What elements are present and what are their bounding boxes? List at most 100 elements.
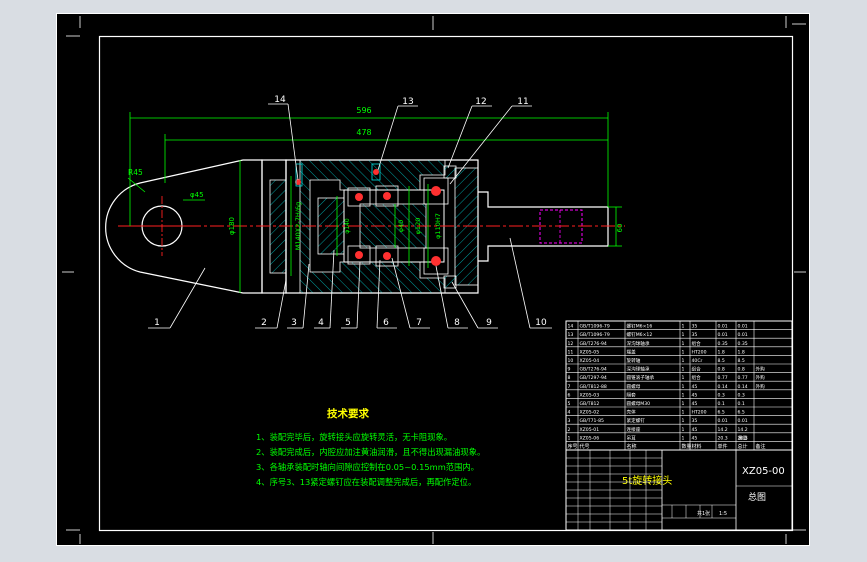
bom-cell: 6.5 [718, 410, 725, 416]
balloon-14: 14 [274, 95, 286, 105]
bom-cell: 35 [692, 332, 698, 338]
bom-cell: 14.2 [738, 427, 748, 433]
bom-cell: 2 [568, 427, 571, 433]
bom-cell: 1 [682, 367, 685, 373]
bom-cell: XZ05-05 [580, 349, 600, 355]
bom-cell: HT200 [692, 410, 707, 416]
bom-cell: HT200 [692, 349, 707, 355]
bom-cell: 圆螺母M30 [627, 400, 651, 407]
bom-cell: 螺钉M6×16 [627, 323, 653, 330]
balloon-5: 5 [345, 318, 351, 328]
drawing-frame [98, 35, 794, 532]
bom-cell: 9 [568, 367, 571, 373]
dim-hole: φ45 [190, 191, 204, 199]
bom-cell: 0.01 [718, 332, 728, 338]
bom-cell: 0.1 [738, 401, 745, 407]
bom-cell: 8.5 [718, 358, 725, 364]
bom-cell: XZ05-06 [580, 435, 600, 441]
bom-cell: 0.3 [738, 392, 745, 398]
bom-cell: 1 [682, 375, 685, 381]
dim-thread: M140X2-7H/6g [294, 202, 302, 250]
bom-cell: 1 [682, 410, 685, 416]
balloon-3: 3 [291, 318, 297, 328]
bom-cell: 45 [692, 401, 698, 407]
bom-cell: 0.01 [738, 418, 748, 424]
balloon-8: 8 [454, 318, 460, 328]
bom-cell: 组合 [692, 340, 702, 347]
bom-cell: 圆螺母 [627, 383, 641, 390]
bom-cell: 端盖 [627, 348, 637, 355]
bom-cell: 4 [568, 410, 571, 416]
rotary-shaft [478, 191, 609, 262]
balloon-7: 7 [416, 318, 422, 328]
balloon-12: 12 [475, 97, 486, 107]
dim-radius: R45 [128, 168, 143, 177]
part-balloons: 14 13 12 11 1 2 3 4 5 6 7 8 9 10 [154, 95, 547, 328]
bom-cell: GB/T276-94 [580, 341, 607, 347]
bom-cell: XZ05-04 [580, 358, 600, 364]
bom-cell: 外购 [756, 366, 766, 373]
bom-cell: 0.01 [718, 418, 728, 424]
bom-cell: 1 [682, 392, 685, 398]
bom-cell: 1 [682, 401, 685, 407]
bom-cell: 0.77 [718, 375, 728, 381]
bom-cell: 13 [568, 332, 574, 338]
scale-value: 1:5 [719, 511, 727, 517]
bom-cell: 1 [568, 435, 571, 441]
note-line-4: 4、序号3、13紧定螺钉应在装配调整完成后，再配作定位。 [256, 477, 476, 487]
technical-requirements: 技术要求 1、装配完毕后，旋转接头应旋转灵活，无卡阻现象。 2、装配完成后，内腔… [256, 407, 485, 487]
bom-cell: 紧定螺钉 [627, 417, 646, 424]
note-line-3: 3、各轴承装配时轴向间隙应控制在0.05~0.15mm范围内。 [256, 462, 479, 472]
sheet-count: 共1张 [697, 510, 710, 517]
bom-header-cell: 单件 [718, 443, 728, 450]
notes-title: 技术要求 [327, 407, 369, 420]
bom-cell: 外购 [756, 383, 766, 390]
bom-cell: GB/T1096-79 [580, 324, 610, 330]
bom-cell: GB/T276-94 [580, 367, 607, 373]
bom-cell: 0.01 [738, 324, 748, 330]
bom-cell: 0.14 [738, 384, 748, 390]
bom-cell: 连接座 [627, 426, 641, 433]
drawing-number: XZ05-00 [742, 466, 785, 477]
bom-cell: 0.8 [718, 367, 725, 373]
bom-cell: 40Cr [692, 358, 703, 364]
bom-header-cell: 名称 [627, 443, 637, 450]
bom-cell: GB/T297-94 [580, 375, 607, 381]
assembly-section-view: 596 478 R45 φ45 φ180 M140X2-7H/6g φ140 φ… [105, 95, 625, 329]
balloon-2: 2 [261, 318, 267, 328]
bom-cell: 1.8 [718, 349, 725, 355]
bom-cell: 壳体 [627, 409, 637, 416]
bom-cell: 1 [682, 435, 685, 441]
bom-cell: 深沟球轴承 [627, 366, 650, 373]
bom-header-cell: 数量 [682, 443, 692, 450]
bom-cell: GB/T71-85 [580, 418, 604, 424]
lifting-eye-outline [105, 159, 263, 294]
balloon-1: 1 [154, 318, 160, 328]
registration-marks [62, 16, 806, 544]
bom-cell: 0.01 [718, 324, 728, 330]
bom-cell: 0.35 [738, 341, 748, 347]
bom-header-cell: 序号 [568, 443, 578, 450]
balloon-4: 4 [318, 318, 324, 328]
dim-d2: φ140 [344, 218, 351, 234]
bom-cell: XZ05-02 [580, 410, 600, 416]
bom-cell: 12 [568, 341, 574, 347]
bom-cell: 螺钉M6×12 [627, 331, 653, 338]
title-block: 5t旋转接头 XZ05-00 总图 1:5 共1张 [565, 449, 793, 531]
bom-cell: 8 [568, 375, 571, 381]
bom-cell: 14 [568, 324, 574, 330]
shaft-hole-hidden [539, 209, 583, 244]
bom-cell: XZ05-03 [580, 392, 600, 398]
dim-shaft: 60 [616, 224, 624, 233]
bom-cell: 1 [682, 427, 685, 433]
bom-cell: 0.8 [738, 367, 745, 373]
bom-cell: 1.8 [738, 349, 745, 355]
balloon-10: 10 [535, 318, 547, 328]
bom-cell: GB/T812 [580, 401, 600, 407]
bom-cell: 20.3 [738, 435, 748, 441]
bom-cell: 组合 [692, 374, 702, 381]
bom-cell: 8.5 [738, 358, 745, 364]
bom-cell: 20.3 [718, 435, 728, 441]
